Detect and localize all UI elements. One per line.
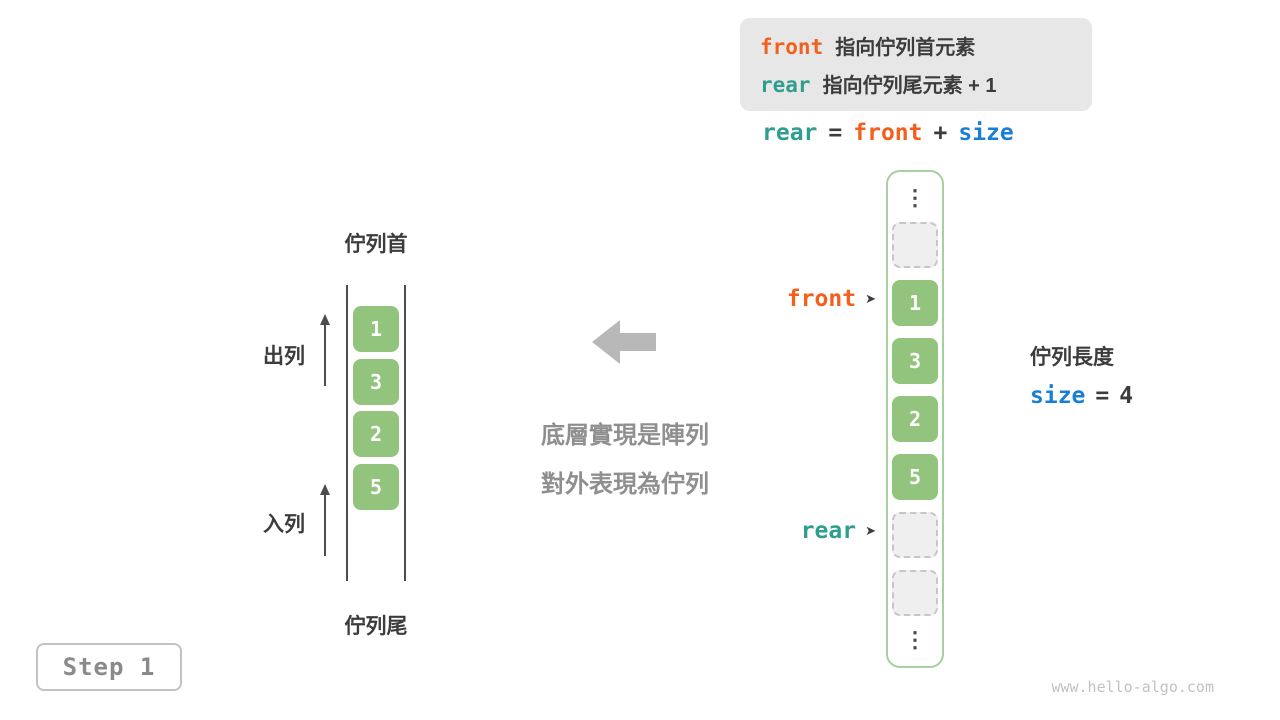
- array-cell: 1: [892, 280, 938, 326]
- size-value: 4: [1119, 383, 1134, 409]
- enqueue-up-arrow-icon: [320, 484, 330, 556]
- pointer-arrow-icon: ➤: [865, 291, 876, 306]
- legend-line-rear: rear 指向佇列尾元素 + 1: [760, 69, 1072, 98]
- legend-box: front 指向佇列首元素 rear 指向佇列尾元素 + 1: [740, 18, 1092, 111]
- rear-keyword: rear: [760, 73, 811, 97]
- queue-cell: 3: [353, 359, 399, 405]
- rear-pointer: rear ➤: [801, 518, 876, 544]
- left-arrow-icon: [592, 320, 656, 364]
- formula-rear: rear: [762, 120, 818, 146]
- queue-length-title: 佇列長度: [1030, 346, 1114, 369]
- queue-rear-label: 佇列尾: [344, 615, 408, 638]
- queue-cell: 2: [353, 411, 399, 457]
- size-info: 佇列長度 size = 4: [1030, 341, 1133, 409]
- pointer-arrow-icon: ➤: [865, 523, 876, 538]
- array-container: ⋮ 1 3 2 5 ⋮: [886, 170, 944, 668]
- front-pointer: front ➤: [787, 286, 876, 312]
- step-badge: Step 1: [36, 643, 182, 691]
- rear-description: 指向佇列尾元素 + 1: [822, 75, 997, 97]
- array-cell: 2: [892, 396, 938, 442]
- array-cell-empty: [892, 512, 938, 558]
- front-pointer-label: front: [786, 286, 857, 312]
- formula-front: front: [853, 120, 923, 146]
- queue-cell: 5: [353, 464, 399, 510]
- caption-line1: 底層實現是陣列: [541, 422, 709, 449]
- formula-equals: =: [828, 120, 843, 146]
- caption: 底層實現是陣列 對外表現為佇列: [495, 415, 755, 499]
- queue-channel: 1 3 2 5: [346, 285, 406, 581]
- queue-cell: 1: [353, 306, 399, 352]
- front-keyword: front: [760, 35, 824, 59]
- legend-line-front: front 指向佇列首元素: [760, 31, 1072, 60]
- array-cell-empty: [892, 570, 938, 616]
- caption-line2: 對外表現為佇列: [541, 471, 709, 498]
- dequeue-label: 出列: [263, 345, 305, 368]
- watermark: www.hello-algo.com: [1051, 678, 1214, 696]
- size-equation: size = 4: [1030, 383, 1133, 409]
- ellipsis-bottom-icon: ⋮: [904, 627, 926, 652]
- size-keyword: size: [1030, 383, 1086, 409]
- formula-size: size: [958, 120, 1014, 146]
- array-cell-empty: [892, 222, 938, 268]
- enqueue-label: 入列: [263, 513, 305, 536]
- size-equals: =: [1095, 383, 1110, 409]
- front-description: 指向佇列首元素: [835, 37, 976, 59]
- dequeue-up-arrow-icon: [320, 314, 330, 386]
- formula-plus: +: [933, 120, 948, 146]
- formula: rear = front + size: [762, 120, 1014, 146]
- queue-front-label: 佇列首: [344, 233, 408, 256]
- array-cell: 5: [892, 454, 938, 500]
- rear-pointer-label: rear: [800, 518, 857, 544]
- step-label: Step 1: [62, 653, 156, 681]
- array-cell: 3: [892, 338, 938, 384]
- ellipsis-top-icon: ⋮: [904, 185, 926, 210]
